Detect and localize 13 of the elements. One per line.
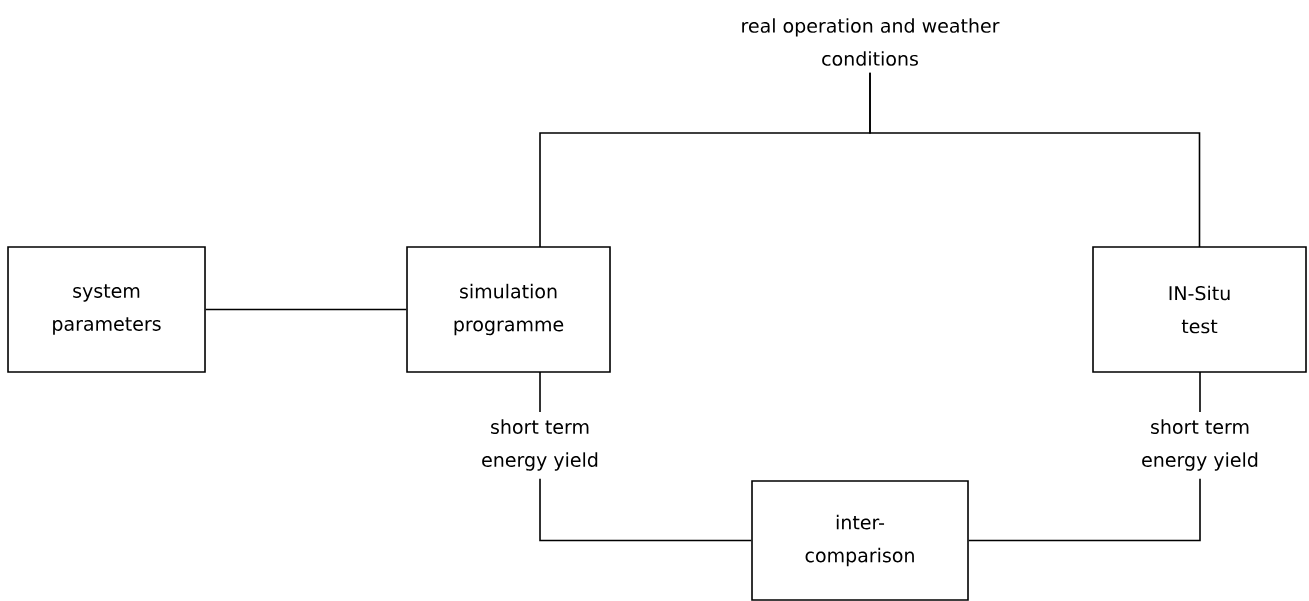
text-label: short term energy yield	[1142, 419, 1258, 471]
text-label: short term energy yield	[482, 419, 598, 471]
process-box: IN-Situ test	[1092, 246, 1307, 373]
text-label: real operation and weather conditions	[742, 18, 1000, 66]
connector-line	[869, 72, 1201, 248]
process-box: inter- comparison	[751, 480, 969, 601]
connector-line	[205, 308, 407, 311]
connector-line	[539, 371, 541, 413]
connector-line	[1199, 371, 1201, 413]
process-box: system parameters	[7, 246, 206, 373]
connector-line	[968, 478, 1201, 542]
connector-line	[539, 478, 752, 542]
process-box: simulation programme	[406, 246, 611, 373]
